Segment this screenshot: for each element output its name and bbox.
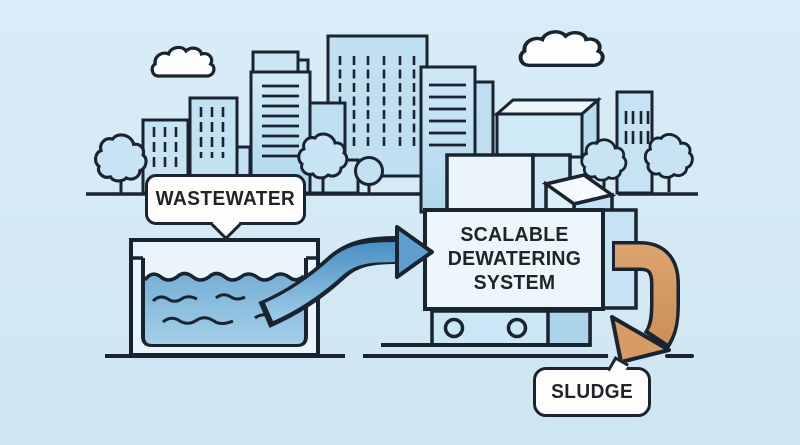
machine-base-right — [546, 309, 592, 347]
tree-icon — [297, 132, 349, 193]
tree-icon — [94, 133, 148, 195]
wastewater-label: WASTEWATER — [145, 174, 306, 241]
tree-round-icon — [354, 156, 384, 193]
water-surface-line — [143, 271, 306, 282]
dewatering-machine — [381, 153, 638, 347]
tree-icon — [643, 132, 694, 192]
machine-top-box — [445, 153, 535, 212]
machine-label-text: SCALABLE DEWATERING SYSTEM — [431, 212, 597, 306]
sludge-label: SLUDGE — [533, 356, 651, 417]
flow-arrow-icon — [258, 225, 434, 328]
building-flat-roof-3d — [493, 96, 602, 161]
building-striped-tower — [249, 50, 312, 195]
machine-label-line1: SCALABLE — [460, 222, 569, 246]
machine-bolt — [443, 317, 465, 339]
cloud-icon — [518, 29, 605, 68]
wastewater-label-text: WASTEWATER — [155, 188, 296, 210]
machine-label-line3: SYSTEM — [473, 271, 556, 295]
flow-arrowhead — [395, 225, 434, 279]
machine-bolt — [506, 317, 528, 339]
machine-label-line2: DEWATERING — [447, 246, 582, 270]
sludge-arrowhead — [610, 315, 671, 364]
cloud-icon — [150, 45, 216, 78]
building-right-windows — [615, 90, 654, 195]
sludge-label-text: SLUDGE — [550, 380, 634, 403]
machine-label-panel — [423, 208, 605, 311]
sludge-arrow-icon — [610, 241, 680, 364]
water — [145, 273, 304, 344]
